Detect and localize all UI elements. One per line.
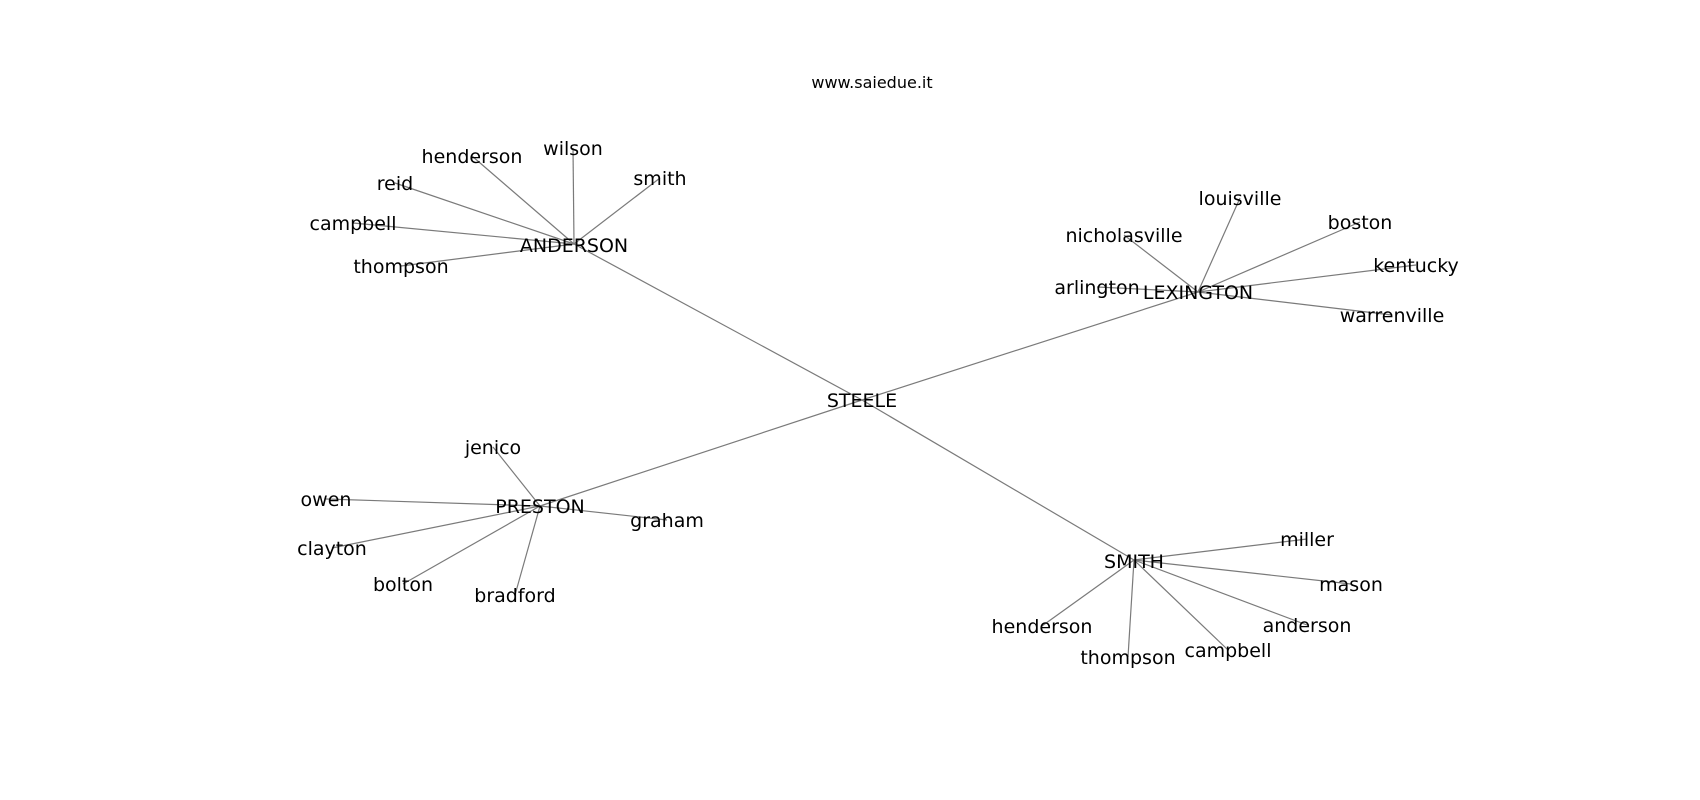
node-label-a-thompson: thompson (353, 256, 448, 278)
edge-lexington-l_kentucky (1197, 264, 1417, 293)
edge-lexington-l_arlington (1096, 286, 1199, 293)
node-label-s-henderson: henderson (992, 616, 1093, 638)
edge-lexington-l_boston (1197, 221, 1361, 293)
node-label-l-warrenville: warrenville (1340, 305, 1445, 327)
edge-lexington-l_warrenville (1197, 291, 1393, 316)
edge-steele-anderson (573, 243, 863, 401)
edge-preston-p_clayton (331, 505, 541, 549)
node-label-a-reid: reid (377, 173, 413, 195)
node-label-a-smith: smith (633, 168, 686, 190)
edge-anderson-a_wilson (572, 147, 575, 245)
node-label-a-wilson: wilson (543, 138, 603, 160)
node-label-a-henderson: henderson (422, 146, 523, 168)
node-label-anderson: ANDERSON (520, 235, 628, 257)
edge-preston-p_bradford (514, 505, 541, 596)
node-label-l-louisville: louisville (1199, 188, 1282, 210)
edge-smith_hub-s_miller (1133, 538, 1308, 561)
edge-steele-lexington (861, 291, 1199, 401)
node-label-p-clayton: clayton (297, 538, 367, 560)
node-label-p-graham: graham (630, 510, 704, 532)
node-label-a-campbell: campbell (310, 213, 397, 235)
node-label-l-boston: boston (1328, 212, 1393, 234)
edge-anderson-a_campbell (352, 222, 575, 245)
node-label-s-campbell: campbell (1185, 640, 1272, 662)
edge-smith_hub-s_henderson (1041, 559, 1135, 627)
edge-smith_hub-s_anderson (1133, 559, 1308, 626)
edge-smith_hub-s_thompson (1127, 559, 1135, 658)
node-label-p-owen: owen (301, 489, 352, 511)
node-label-s-miller: miller (1280, 529, 1334, 551)
node-label-lexington: LEXINGTON (1143, 282, 1253, 304)
edge-lexington-l_nicholasville (1123, 234, 1199, 293)
edge-anderson-a_henderson (471, 155, 575, 245)
edge-layer (325, 147, 1417, 658)
edge-steele-preston (539, 399, 863, 507)
node-label-s-thompson: thompson (1080, 647, 1175, 669)
diagram-title: www.saiedue.it (811, 73, 932, 92)
node-label-smith-hub: SMITH (1104, 551, 1164, 573)
edge-smith_hub-s_mason (1133, 559, 1352, 585)
edge-smith_hub-s_campbell (1133, 559, 1229, 651)
edge-anderson-a_thompson (400, 243, 575, 267)
node-label-steele: STEELE (827, 390, 897, 412)
edge-preston-p_graham (539, 505, 668, 521)
edge-anderson-a_smith (573, 177, 661, 245)
node-label-l-arlington: arlington (1054, 277, 1139, 299)
edge-lexington-l_louisville (1197, 197, 1241, 293)
edge-preston-p_owen (325, 498, 541, 507)
node-label-preston: PRESTON (495, 496, 585, 518)
node-label-p-bradford: bradford (474, 585, 555, 607)
edge-anderson-a_reid (394, 182, 575, 245)
label-layer: STEELE ANDERSON LEXINGTON PRESTON SMITH hende… (297, 138, 1459, 669)
node-label-p-bolton: bolton (373, 574, 433, 596)
node-label-l-kentucky: kentucky (1373, 255, 1459, 277)
node-label-l-nicholasville: nicholasville (1065, 225, 1182, 247)
node-label-s-mason: mason (1319, 574, 1383, 596)
edge-preston-p_jenico (492, 446, 541, 507)
node-label-p-jenico: jenico (464, 437, 521, 459)
edge-preston-p_bolton (402, 505, 541, 585)
edge-steele-smith_hub (861, 399, 1135, 561)
node-label-s-anderson: anderson (1263, 615, 1352, 637)
